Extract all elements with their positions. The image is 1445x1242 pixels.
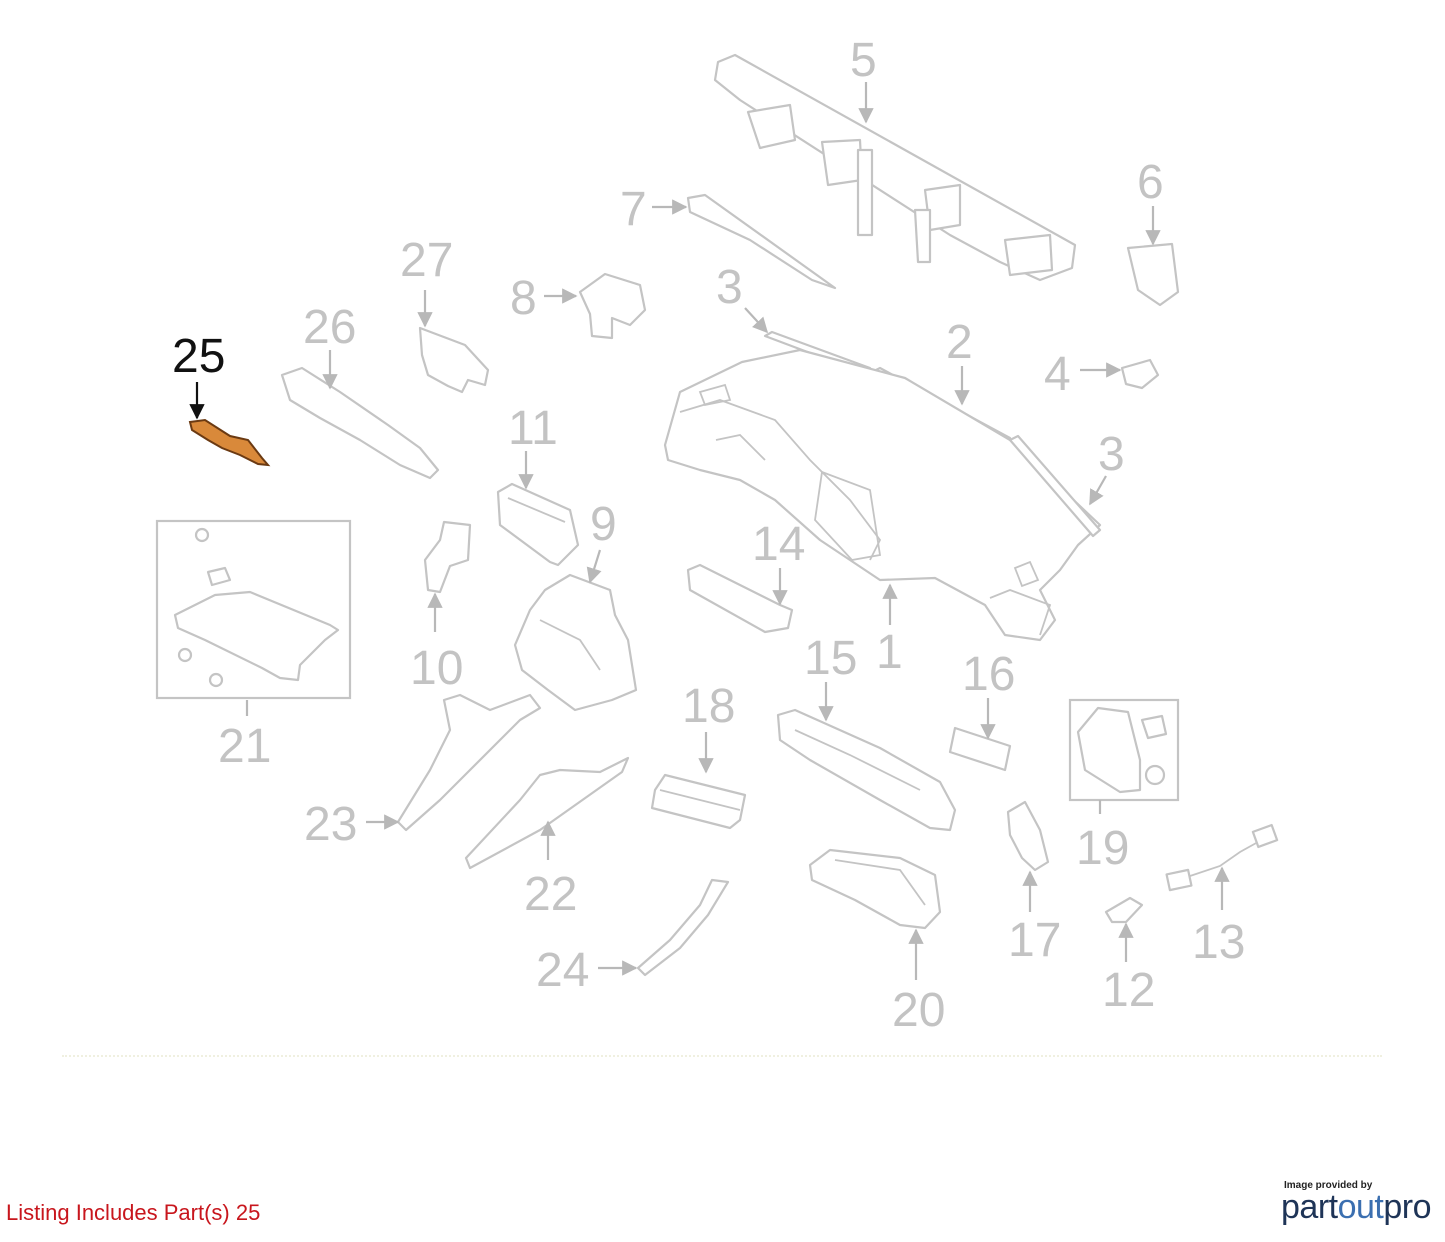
listing-includes-text: Listing Includes Part(s) 25	[6, 1200, 261, 1225]
label-25: 25	[172, 330, 225, 383]
image-credit-text: Image provided by	[1284, 1180, 1373, 1191]
part-16-plate	[948, 726, 1012, 772]
label-2: 2	[946, 316, 973, 369]
label-8: 8	[510, 272, 537, 325]
label-4: 4	[1044, 348, 1071, 401]
label-21: 21	[218, 720, 271, 773]
label-12: 12	[1102, 964, 1155, 1017]
part-12-clip	[1104, 896, 1144, 924]
logo-out: out	[1337, 1188, 1384, 1226]
label-19: 19	[1076, 822, 1129, 875]
part-23-side-panel	[396, 693, 542, 832]
label-24: 24	[536, 944, 589, 997]
part-10-bracket	[423, 520, 472, 594]
part-24-trim-strip	[636, 878, 730, 977]
part-6-bracket	[1126, 242, 1180, 307]
part-26-reinforcement	[280, 366, 440, 480]
label-16: 16	[962, 648, 1015, 701]
label-26: 26	[303, 301, 356, 354]
label-11: 11	[508, 402, 558, 455]
part-25-bracket-highlighted	[188, 418, 271, 467]
part-21-callout-box	[155, 519, 352, 700]
label-14: 14	[752, 518, 805, 571]
label-6: 6	[1137, 156, 1164, 209]
label-20: 20	[892, 984, 945, 1037]
part-9-column-cover	[513, 573, 638, 712]
label-18: 18	[682, 680, 735, 733]
label-1: 1	[876, 626, 903, 679]
label-9: 9	[590, 498, 617, 551]
label-10: 10	[410, 642, 463, 695]
part-8-cover	[578, 272, 647, 340]
part-18-tray	[650, 773, 747, 830]
divider	[62, 1055, 1382, 1057]
logo-pro: pro	[1383, 1188, 1431, 1226]
label-27: 27	[400, 234, 453, 287]
part-5-support-beam	[713, 53, 1077, 282]
label-23: 23	[304, 798, 357, 851]
part-22-knee-panel	[464, 756, 630, 870]
label-5: 5	[850, 34, 877, 87]
part-21-lower-cover	[173, 527, 340, 688]
part-19-callout-box	[1068, 698, 1180, 802]
label-22: 22	[524, 868, 577, 921]
part-14-panel	[686, 563, 794, 634]
logo-part: part	[1281, 1188, 1338, 1226]
part-17-bracket	[1006, 800, 1050, 872]
label-13: 13	[1192, 916, 1245, 969]
partoutpro-logo[interactable]: partoutpro	[1281, 1188, 1431, 1227]
part-4-clip	[1120, 358, 1160, 390]
part-15-glove-box-frame	[776, 708, 957, 832]
part-1-instrument-panel	[663, 348, 1102, 642]
part-19-side-cover	[1076, 706, 1168, 794]
part-27-panel	[418, 326, 490, 394]
part-3-right-trim	[1008, 434, 1102, 538]
part-20-glove-box	[808, 848, 942, 930]
part-13-harness	[1165, 823, 1279, 892]
part-11-pocket	[496, 482, 580, 567]
part-7-duct	[686, 193, 837, 290]
label-3-right: 3	[1098, 428, 1125, 481]
label-7: 7	[620, 183, 647, 236]
label-3-upper: 3	[716, 261, 743, 314]
label-15: 15	[804, 632, 857, 685]
label-17: 17	[1008, 914, 1061, 967]
